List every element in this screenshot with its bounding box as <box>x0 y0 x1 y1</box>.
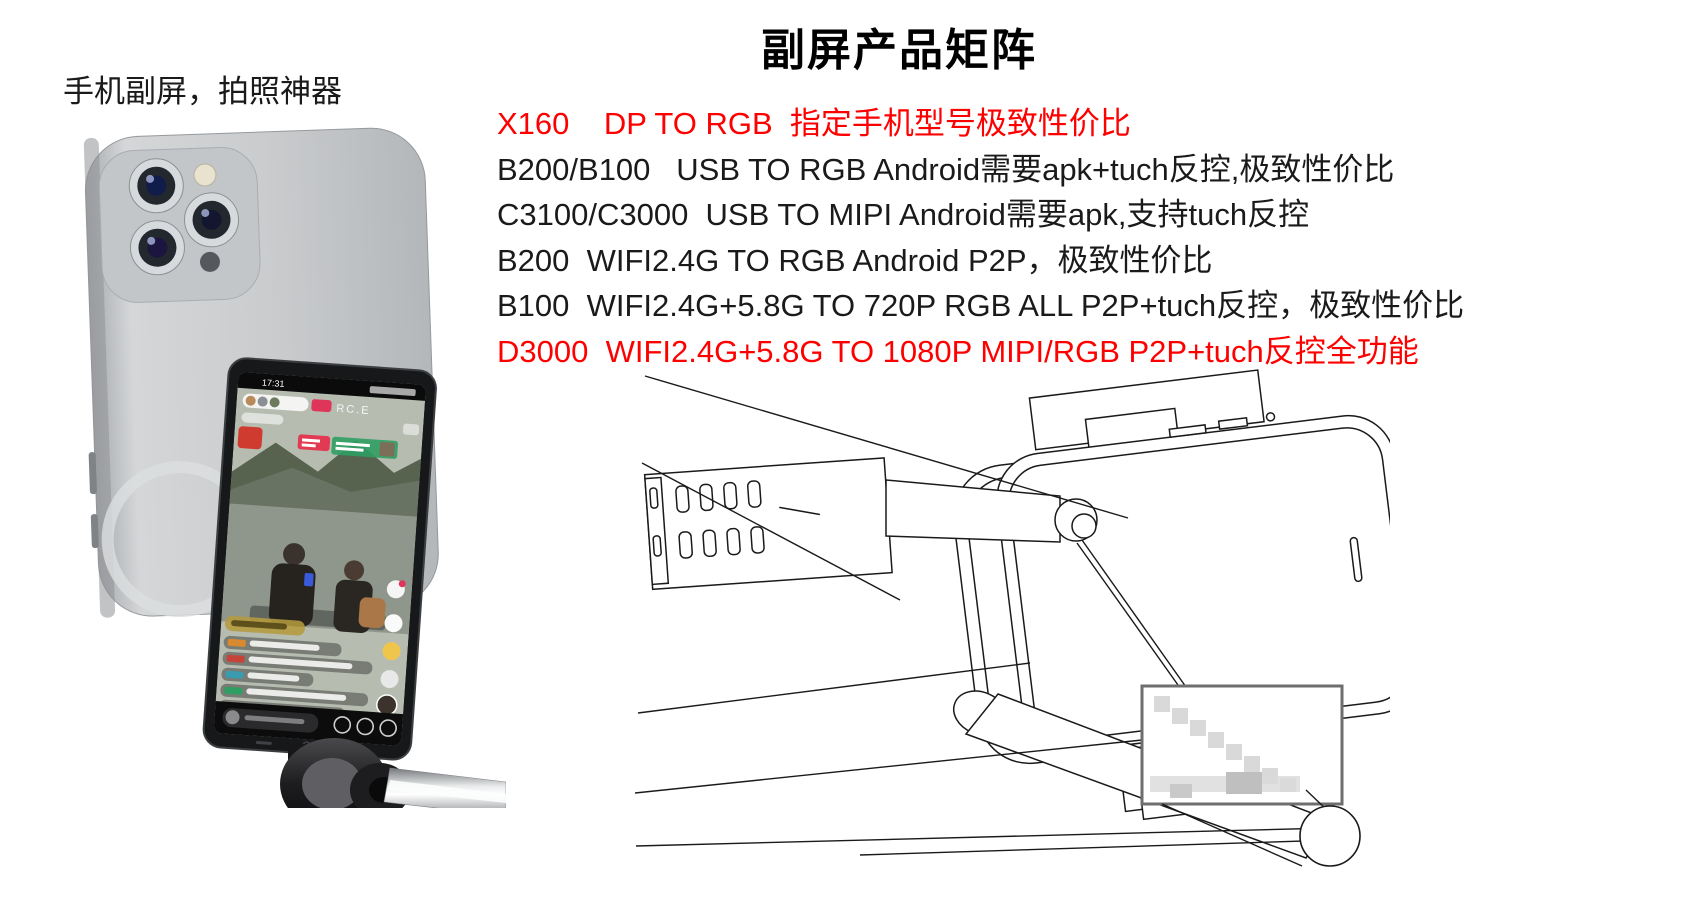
status-icons <box>369 386 416 397</box>
camera-flash-icon <box>193 163 217 187</box>
camera-lens <box>184 192 240 248</box>
follow-badge[interactable] <box>311 399 332 413</box>
gift-icon[interactable] <box>356 717 375 736</box>
product-line: B100 WIFI2.4G+5.8G TO 720P RGB ALL P2P+t… <box>497 288 1465 323</box>
phone-button-mark <box>1168 424 1207 439</box>
secondary-screen: 17:31 <box>202 357 437 761</box>
clamp-assembly <box>280 738 506 808</box>
page-title: 副屏产品矩阵 <box>761 26 1037 75</box>
connector-arm <box>885 479 1061 543</box>
pivot-pin-inner <box>1071 513 1097 539</box>
holder-line-drawing <box>630 368 1390 870</box>
product-line: D3000 WIFI2.4G+5.8G TO 1080P MIPI/RGB P2… <box>497 333 1419 369</box>
product-line: C3100/C3000 USB TO MIPI Android需要apk,支持t… <box>497 197 1310 232</box>
selfie-stick-holder-diagram <box>634 369 1390 867</box>
side-button <box>90 514 99 549</box>
more-icon[interactable] <box>379 719 397 737</box>
phone-with-screen-photo: 17:31 <box>83 127 506 808</box>
handbag <box>358 597 386 629</box>
pixelated-watermark <box>1150 696 1300 798</box>
person-right <box>333 560 386 633</box>
connector-holes <box>675 480 765 559</box>
product-line: X160 DP TO RGB 指定手机型号极致性价比 <box>497 106 1131 141</box>
phone-button-mark <box>1217 416 1249 430</box>
left-caption: 手机副屏，拍照神器 <box>63 74 342 109</box>
phone-button-dot <box>1265 412 1276 422</box>
camera-module <box>98 146 261 303</box>
person-left <box>268 543 316 627</box>
screen-display: 17:31 <box>213 371 427 747</box>
lidar-dot-icon <box>199 251 220 272</box>
gift-icon-rail[interactable] <box>376 579 406 716</box>
product-photo: 17:31 <box>66 116 506 808</box>
screen-status-time: 17:31 <box>262 377 285 389</box>
product-line: B200/B100 USB TO RGB Android需要apk+tuch反控… <box>497 151 1395 187</box>
watermark-box <box>1140 684 1351 867</box>
connector-board <box>643 457 893 591</box>
nav-back-icon[interactable] <box>255 741 272 745</box>
screen-watermark: RC.E <box>336 403 371 417</box>
product-line: B200 WIFI2.4G TO RGB Android P2P，极致性价比 <box>497 242 1213 278</box>
camera-lens <box>129 220 185 276</box>
activity-badge[interactable] <box>237 426 263 450</box>
side-button <box>88 452 97 495</box>
camera-lens <box>128 158 184 214</box>
coupon-badge[interactable] <box>297 434 331 452</box>
share-icon[interactable] <box>333 716 352 734</box>
phone-speaker-slot <box>1349 536 1363 583</box>
stick-end-circle <box>1299 805 1361 867</box>
product-matrix-list: X160 DP TO RGB 指定手机型号极致性价比 B200/B100 USB … <box>497 101 1687 374</box>
